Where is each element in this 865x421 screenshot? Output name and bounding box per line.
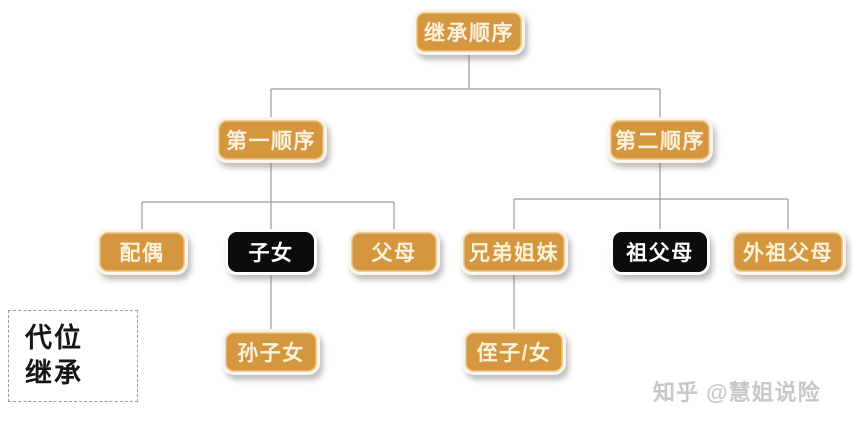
node-inheritance-order: 继承顺序 (413, 9, 525, 55)
node-parents: 父母 (348, 229, 440, 275)
node-second-order: 第二顺序 (607, 117, 713, 163)
zhihu-watermark: 知乎 @慧姐说险 (653, 380, 821, 405)
node-grandchildren: 孙子女 (222, 329, 320, 375)
node-grandparents: 祖父母 (610, 229, 710, 275)
representation-inheritance-label: 代位 继承 (8, 310, 138, 402)
node-maternal-grandparents: 外祖父母 (730, 229, 846, 275)
node-siblings: 兄弟姐妹 (460, 229, 568, 275)
node-children: 子女 (225, 229, 317, 275)
node-spouse: 配偶 (96, 229, 188, 275)
node-nephew-niece: 侄子/女 (462, 329, 566, 375)
node-first-order: 第一顺序 (215, 117, 327, 163)
